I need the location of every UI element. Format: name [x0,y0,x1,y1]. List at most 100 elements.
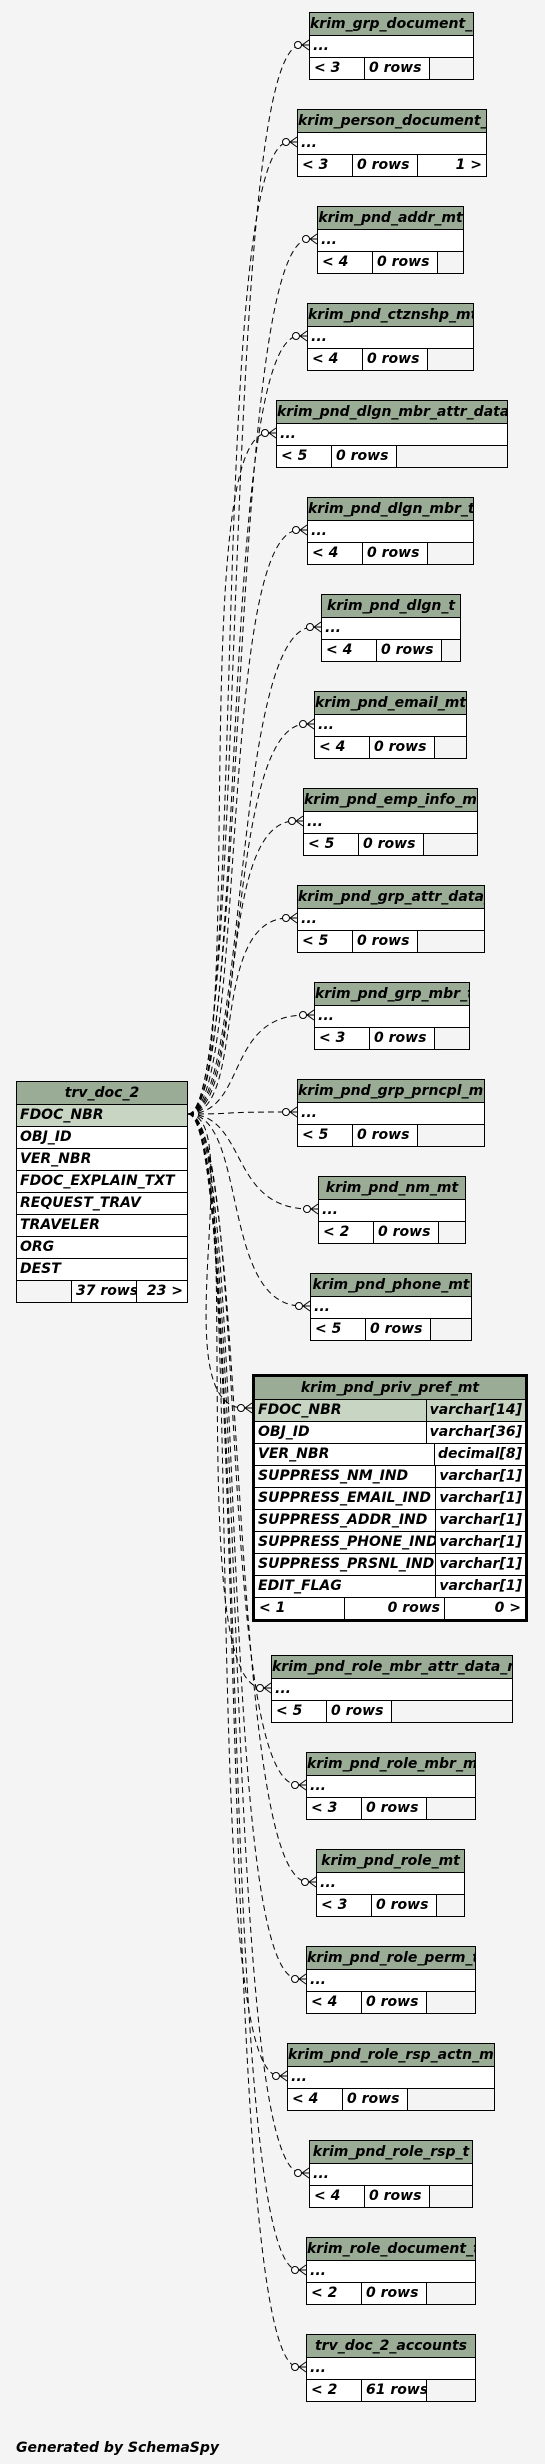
row-count: 0 rows [365,58,430,79]
crowfoot-marker [298,1779,307,1791]
column-name: SUPPRESS_PHONE_IND [258,1534,438,1550]
relationship-line [187,1113,245,1409]
row-count: 0 rows [359,834,424,855]
children-count [427,2380,475,2401]
row-count: 0 rows [370,737,435,758]
column-row: ORG [17,1237,187,1259]
column-type: varchar[1] [435,1488,525,1509]
column-row: FDOC_EXPLAIN_TXT [17,1171,187,1193]
children-count [430,58,473,79]
relationship-line [187,1113,299,1786]
ellipsis-row: ... [315,715,466,737]
crowfoot-marker [306,718,315,730]
row-count: 0 rows [353,931,418,952]
optional-marker [291,1781,299,1789]
relationship-line [187,1113,303,1307]
optional-marker [288,817,296,825]
optional-marker [282,1108,290,1116]
ellipsis-row: ... [307,1776,475,1798]
crowfoot-marker [244,1402,253,1414]
parents-count: < 5 [304,834,359,855]
relationship-line [187,1113,299,2271]
column-name: SUPPRESS_ADDR_IND [258,1512,428,1528]
column-name: VER_NBR [258,1446,330,1462]
column-name: SUPPRESS_PRSNL_IND [258,1556,435,1572]
parents-count: < 3 [298,155,353,176]
table-trv_doc_2[interactable]: trv_doc_2 FDOC_NBR OBJ_ID VER_NBR FDOC_E… [16,1081,188,1303]
column-row: VER_NBR [17,1149,187,1171]
ellipsis-row: ... [310,2164,472,2186]
children-count [424,834,477,855]
ellipsis-row: ... [317,1873,464,1895]
children-count: 1 > [418,155,486,176]
table-header: krim_pnd_dlgn_mbr_attr_data_t [277,401,507,424]
ellipsis-row: ... [307,2358,475,2380]
parents-count: < 4 [308,349,363,370]
parents-count: < 3 [307,1798,362,1819]
generated-by-label: Generated by SchemaSpy [16,2440,220,2456]
children-count [428,349,473,370]
crowfoot-marker [268,427,277,439]
children-count [438,252,463,273]
column-row: REQUEST_TRAV [17,1193,187,1215]
optional-marker [294,41,302,49]
relationship-line [187,44,302,1115]
children-count [397,446,507,467]
row-count: 0 rows [372,1895,437,1916]
crowfoot-marker [301,2167,310,2179]
children-count [392,1701,512,1722]
ellipsis-row: ... [322,618,460,640]
row-count: 37 rows [72,1281,137,1302]
children-count [439,1222,465,1243]
optional-marker [299,1011,307,1019]
crowfoot-marker [310,1203,319,1215]
table-header: krim_pnd_grp_prncpl_mt [298,1080,484,1103]
table-header: trv_doc_2_accounts [307,2335,475,2358]
table-header: krim_pnd_addr_mt [318,207,463,230]
ellipsis-row: ... [307,2261,475,2283]
column-type: varchar[1] [435,1554,525,1575]
column-name: OBJ_ID [258,1424,310,1440]
crowfoot-marker [289,1106,298,1118]
row-count: 61 rows [362,2380,427,2401]
column-row: OBJ_ID [17,1127,187,1149]
parents-count: < 4 [308,543,363,564]
optional-marker [294,2169,302,2177]
crowfoot-marker [306,1009,315,1021]
table-header: krim_pnd_role_mbr_attr_data_mt [272,1656,512,1679]
parents-count: < 2 [307,2380,362,2401]
column-type: varchar[1] [435,1466,525,1487]
ellipsis-row: ... [304,812,477,834]
ellipsis-row: ... [318,230,463,252]
table-header: krim_pnd_grp_attr_data_t [298,886,484,909]
children-count [435,1028,469,1049]
ellipsis-row: ... [319,1200,465,1222]
optional-marker [272,2072,280,2080]
ellipsis-row: ... [298,909,484,931]
